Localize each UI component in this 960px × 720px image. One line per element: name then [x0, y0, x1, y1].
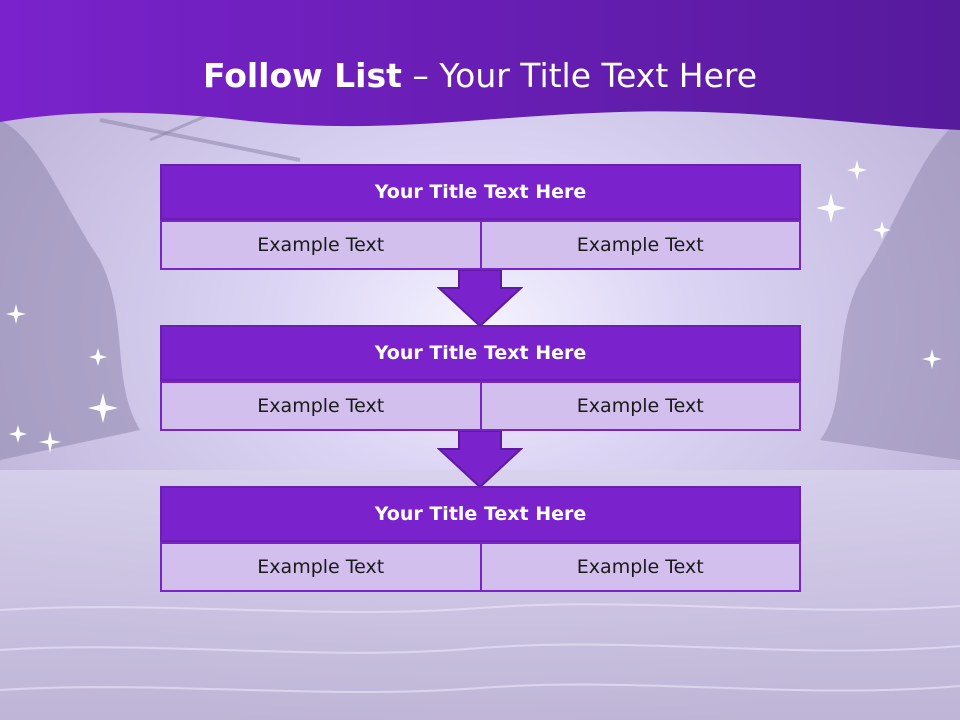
down-arrow-icon — [437, 431, 523, 489]
block-row: Example Text Example Text — [160, 220, 801, 270]
block-row: Example Text Example Text — [160, 542, 801, 592]
block-cell-left: Example Text — [160, 381, 482, 431]
block-cell-right: Example Text — [481, 381, 801, 431]
title-rest: – Your Title Text Here — [401, 56, 758, 95]
block-cell-right: Example Text — [481, 220, 801, 270]
follow-block-1: Your Title Text Here Example Text Exampl… — [160, 164, 801, 270]
block-title: Your Title Text Here — [160, 486, 801, 542]
block-title: Your Title Text Here — [160, 325, 801, 381]
follow-block-2: Your Title Text Here Example Text Exampl… — [160, 325, 801, 431]
block-cell-left: Example Text — [160, 542, 482, 592]
down-arrow-icon — [437, 270, 523, 328]
block-row: Example Text Example Text — [160, 381, 801, 431]
follow-block-3: Your Title Text Here Example Text Exampl… — [160, 486, 801, 592]
page-title: Follow List – Your Title Text Here — [0, 56, 960, 96]
title-bold: Follow List — [202, 56, 402, 95]
block-cell-left: Example Text — [160, 220, 482, 270]
block-title: Your Title Text Here — [160, 164, 801, 220]
block-cell-right: Example Text — [481, 542, 801, 592]
sparkle-icon — [6, 160, 942, 453]
